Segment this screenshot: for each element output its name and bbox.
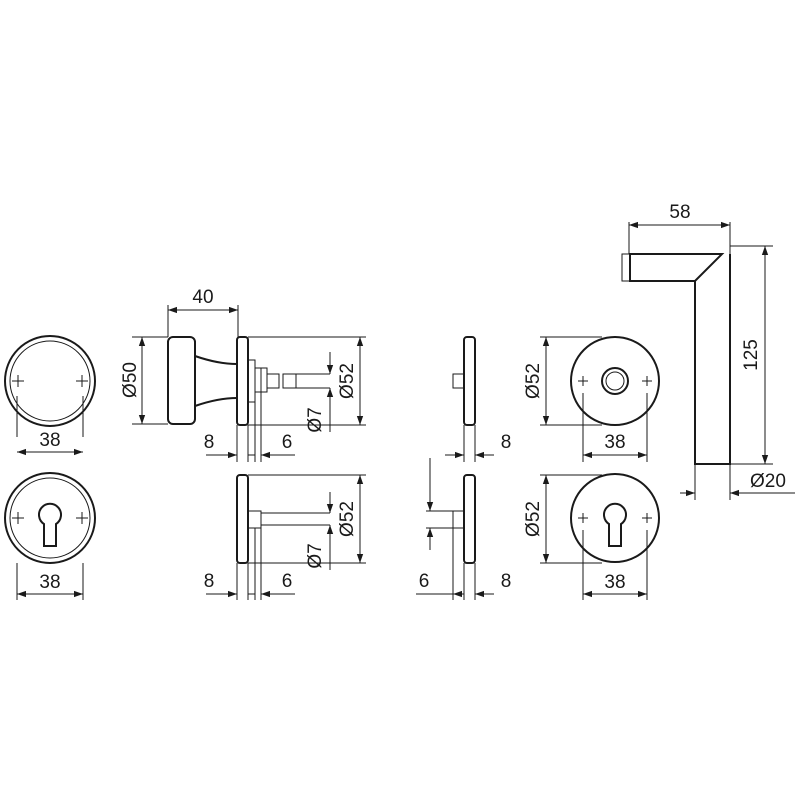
knob-spindle-offset-label: 6 [282, 432, 293, 453]
lever-diameter-label: Ø20 [750, 471, 786, 492]
escutcheon-width-label: 38 [39, 572, 60, 593]
small-rose-side-view: 8 [445, 336, 512, 462]
knob-rose-thickness-label: 8 [204, 432, 215, 453]
cylinder-offset-label: 6 [419, 571, 430, 592]
right-rose-width-label: 38 [604, 432, 625, 453]
knob-diameter-label: Ø50 [120, 362, 141, 398]
cylinder-rose-diameter-label: Ø52 [523, 501, 544, 537]
lever-length-label: 125 [741, 339, 762, 371]
right-escutcheon-width-label: 38 [604, 572, 625, 593]
rose-spindle-side-view: 8 6 Ø7 Ø52 [204, 474, 366, 600]
lever-escutcheon-front-view: 38 [570, 473, 660, 600]
small-rose-diameter-label: Ø52 [523, 363, 544, 399]
rose-width-label: 38 [39, 430, 60, 451]
spindle-diameter-label: Ø7 [305, 407, 326, 432]
bottom-rose-thickness-label: 8 [204, 571, 215, 592]
escutcheon-front-view: 38 [4, 472, 96, 600]
rose-front-view: 38 [4, 335, 96, 456]
lever-rose-front-view: 38 [570, 336, 660, 462]
rose-diameter-dimensions: Ø52 Ø52 [523, 336, 602, 564]
bottom-rose-diameter-label: Ø52 [337, 501, 358, 537]
bottom-spindle-offset-label: 6 [282, 571, 293, 592]
small-rose-thickness-label: 8 [501, 432, 512, 453]
knob-side-view: 40 Ø50 8 6 Ø7 Ø52 [120, 287, 366, 462]
bottom-spindle-diameter-label: Ø7 [305, 543, 326, 568]
knob-rose-diameter-label: Ø52 [337, 363, 358, 399]
lever-projection-label: 58 [669, 202, 690, 223]
knob-length-label: 40 [192, 287, 213, 308]
cylinder-rose-side-view: 6 8 [416, 458, 511, 600]
lever-handle-view: 58 125 Ø20 [621, 202, 795, 500]
cylinder-rose-thickness-label: 8 [501, 571, 512, 592]
